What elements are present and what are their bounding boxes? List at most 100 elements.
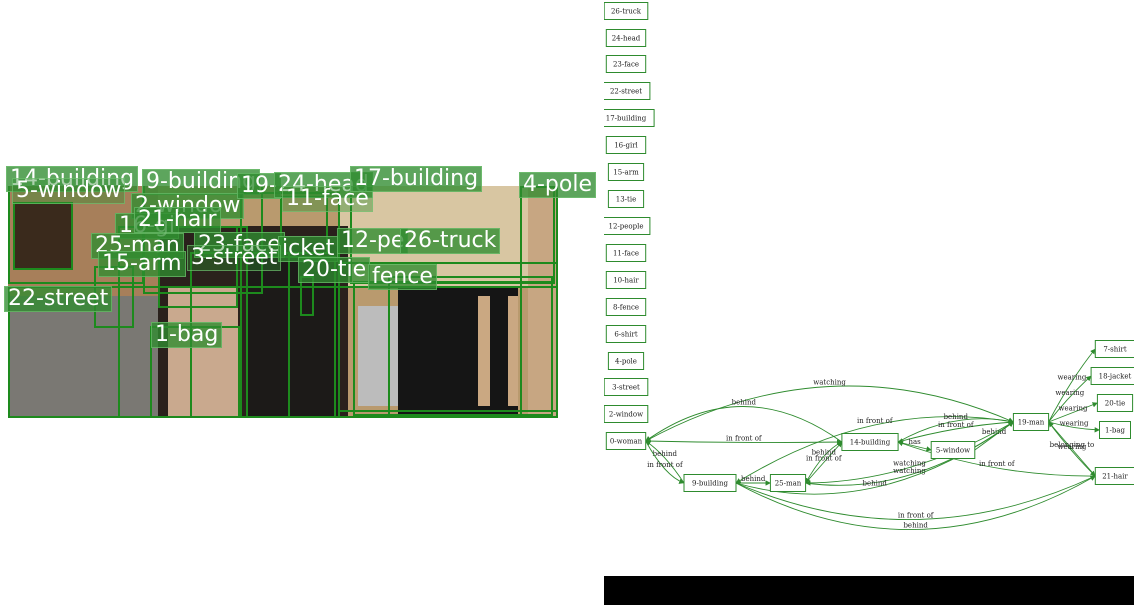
graph-edge: in front of: [645, 440, 685, 484]
graph-node-7-shirt: 7-shirt: [1094, 340, 1134, 358]
graph-node-label: 4-pole: [615, 358, 637, 366]
label-8-fence: fence: [368, 264, 437, 290]
edge-label: behind: [944, 413, 969, 421]
graph-edge: wearing: [1048, 348, 1096, 423]
label-22-street: 22-street: [4, 286, 113, 312]
graph-node-14-building: 14-building: [841, 433, 899, 451]
graph-edge: behind: [735, 475, 1096, 530]
label-26-truck: 26-truck: [400, 228, 501, 254]
graph-node-1-bag: 1-bag: [1099, 421, 1131, 439]
bbox-5-window: [13, 202, 73, 270]
graph-node-18-jacket: 18-jacket: [1090, 367, 1134, 385]
graph-edge: wearing: [1048, 375, 1092, 423]
graph-node-20-tie: 20-tie: [1096, 394, 1134, 412]
graph-edge: in front of: [735, 416, 1014, 484]
label-11-face: 11-face: [282, 186, 373, 212]
graph-node-15-arm: 15-arm: [607, 163, 645, 181]
graph-node-10-hair: 10-hair: [605, 271, 647, 289]
label-3-street: 3-street: [187, 245, 282, 271]
graph-node-16-girl: 16-girl: [605, 136, 647, 154]
graph-node-label: 16-girl: [614, 142, 638, 150]
graph-node-9-building: 9-building: [683, 474, 737, 492]
graph-node-8-fence: 8-fence: [605, 298, 647, 316]
edge-label: behind: [812, 449, 837, 457]
annotated-photo-panel: 14-building 5-window 9-building 2-window…: [4, 166, 597, 418]
graph-edge: in front of: [897, 421, 1014, 444]
graph-edge: behind: [735, 475, 771, 486]
graph-node-5-window: 5-window: [930, 441, 976, 459]
graph-node-3-street: 3-street: [604, 378, 649, 396]
graph-node-24-head: 24-head: [605, 29, 647, 47]
graph-node-label: 9-building: [692, 480, 729, 488]
graph-node-26-truck: 26-truck: [604, 2, 649, 20]
graph-node-label: 17-building: [606, 115, 647, 123]
graph-edge: in front of: [897, 441, 1096, 477]
edge-label: wearing: [1059, 405, 1088, 413]
graph-node-25-man: 25-man: [769, 474, 807, 492]
edge-label: in front of: [898, 512, 935, 520]
graph-node-4-pole: 4-pole: [607, 352, 645, 370]
graph-node-label: 5-window: [936, 447, 970, 455]
label-17-building: 17-building: [350, 166, 483, 192]
graph-edge: behind: [645, 399, 843, 443]
graph-node-label: 12-people: [609, 223, 644, 231]
graph-node-label: 25-man: [775, 480, 802, 488]
label-1-bag: 1-bag: [151, 322, 223, 348]
graph-node-label: 2-window: [609, 411, 643, 419]
graph-node-label: 14-building: [850, 439, 891, 447]
graph-node-label: 7-shirt: [1103, 346, 1127, 354]
graph-node-label: 18-jacket: [1099, 373, 1132, 381]
edge-label: wearing: [1058, 443, 1087, 451]
label-15-arm: 15-arm: [98, 251, 186, 277]
graph-edge: wearing: [1048, 402, 1098, 423]
edge-label: in front of: [806, 455, 843, 463]
edge-label: wearing: [1055, 389, 1084, 397]
edge-label: in front of: [726, 435, 763, 443]
edge-label: behind: [982, 428, 1007, 436]
edge-label: in front of: [647, 461, 684, 469]
graph-node-label: 24-head: [612, 35, 641, 43]
edge-label: behind: [863, 480, 888, 488]
graph-node-21-hair: 21-hair: [1094, 467, 1134, 485]
graph-edge: belonging to: [1048, 421, 1096, 477]
graph-edge: in front of: [645, 435, 843, 445]
graph-node-12-people: 12-people: [604, 217, 651, 235]
label-4-pole: 4-pole: [519, 172, 597, 198]
graph-node-label: 19-man: [1018, 419, 1045, 427]
graph-node-11-face: 11-face: [605, 244, 647, 262]
graph-edge: watching: [645, 379, 1014, 442]
graph-node-label: 23-face: [613, 61, 639, 69]
edge-label: wearing: [1058, 374, 1087, 382]
graph-node-label: 0-woman: [610, 438, 643, 446]
graph-node-23-face: 23-face: [605, 55, 647, 73]
label-21-hair: 21-hair: [134, 207, 221, 233]
edge-label: watching: [893, 460, 926, 468]
graph-node-label: 1-bag: [1105, 427, 1125, 435]
graph-edge: in front of: [735, 475, 1096, 520]
edge-label: behind: [732, 399, 757, 407]
label-12-people: 12-pe: [337, 228, 409, 254]
graph-node-label: 26-truck: [611, 8, 642, 16]
bbox-12-people: [338, 262, 558, 412]
graph-node-label: 3-street: [612, 384, 640, 392]
graph-edge: behind: [897, 413, 1014, 443]
graph-node-13-tie: 13-tie: [607, 190, 645, 208]
graph-node-label: 15-arm: [613, 169, 639, 177]
edge-label: in front of: [857, 417, 894, 425]
graph-node-2-window: 2-window: [604, 405, 649, 423]
graph-node-label: 22-street: [610, 88, 642, 96]
edge-label: behind: [903, 522, 928, 530]
edge-label: belonging to: [1050, 441, 1095, 449]
graph-node-label: 21-hair: [1102, 473, 1128, 481]
label-20-tie: 20-tie: [298, 257, 371, 283]
edge-label: has: [909, 438, 922, 446]
graph-node-label: 10-hair: [613, 277, 639, 285]
graph-node-label: 13-tie: [616, 196, 636, 204]
edge-label: in front of: [938, 421, 975, 429]
graph-node-17-building: 17-building: [604, 109, 655, 127]
edge-label: wearing: [1060, 420, 1089, 428]
graph-edge: behind: [645, 440, 685, 484]
edge-label: behind: [653, 450, 678, 458]
bbox-8-fence: [388, 276, 553, 416]
